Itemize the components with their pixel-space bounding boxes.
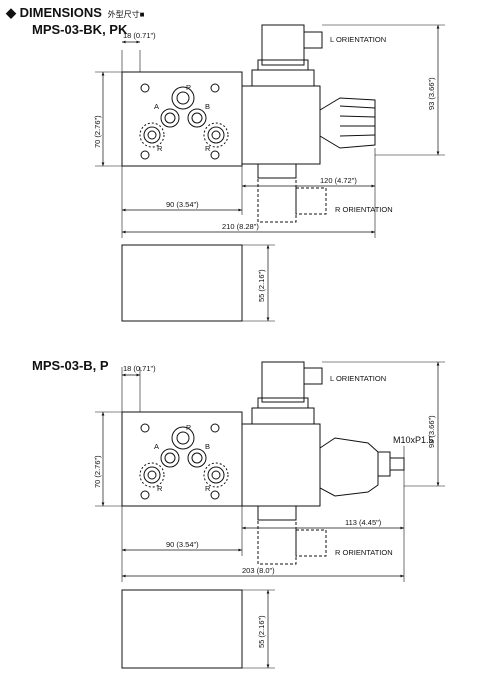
r-orientation-outline bbox=[257, 519, 297, 565]
drawing-bk-pk bbox=[95, 24, 445, 322]
dim-overall-height: 93 (3.66") bbox=[427, 77, 436, 110]
bolt-hole bbox=[210, 83, 220, 93]
pressure-switch-body bbox=[241, 423, 321, 507]
port-b bbox=[187, 108, 207, 128]
dim-knob-reach: 113 (4.45") bbox=[345, 518, 382, 527]
dim-overall-height: 93 (3.66") bbox=[427, 415, 436, 448]
model-title-b-p: MPS-03-B, P bbox=[32, 358, 109, 373]
valve-block bbox=[121, 411, 243, 507]
dim-block-width: 90 (3.54") bbox=[166, 200, 199, 209]
valve-block bbox=[121, 71, 243, 167]
bolt-hole bbox=[140, 490, 150, 500]
bolt-hole bbox=[210, 490, 220, 500]
port-label-p: P bbox=[186, 83, 191, 92]
bottom-view-block bbox=[121, 589, 243, 669]
dim-block-width: 90 (3.54") bbox=[166, 540, 199, 549]
adjust-cap bbox=[319, 437, 379, 497]
dim-height: 70 (2.76") bbox=[93, 115, 102, 148]
port-r-left bbox=[143, 126, 161, 144]
port-label-r1: R bbox=[157, 144, 163, 153]
section-header: ◆ DIMENSIONS 外型尺寸■ bbox=[6, 5, 144, 21]
port-label-b: B bbox=[205, 442, 210, 451]
diamond-bullet-icon: ◆ bbox=[6, 5, 16, 20]
port-r-right bbox=[207, 126, 225, 144]
solenoid-connector bbox=[261, 361, 305, 403]
port-a bbox=[160, 108, 180, 128]
thread-stem bbox=[389, 457, 405, 471]
port-label-a: A bbox=[154, 102, 159, 111]
bolt-hole bbox=[140, 150, 150, 160]
bottom-view-block bbox=[121, 244, 243, 322]
dim-knob-reach: 120 (4.72") bbox=[320, 176, 357, 185]
port-p-inner bbox=[176, 91, 190, 105]
port-r-right bbox=[207, 466, 225, 484]
r-orientation-outline bbox=[257, 177, 297, 223]
solenoid-connector bbox=[261, 24, 305, 66]
port-b bbox=[187, 448, 207, 468]
dim-bottom-height: 55 (2.16") bbox=[257, 269, 266, 302]
port-p bbox=[171, 426, 195, 450]
bolt-hole bbox=[140, 423, 150, 433]
model-title-bk-pk: MPS-03-BK, PK bbox=[32, 22, 128, 37]
thread-label: M10xP1.5 bbox=[393, 435, 434, 445]
port-label-r2: R bbox=[205, 144, 211, 153]
port-label-a: A bbox=[154, 442, 159, 451]
dim-height: 70 (2.76") bbox=[93, 455, 102, 488]
dim-bottom-height: 55 (2.16") bbox=[257, 615, 266, 648]
dim-overall-length: 210 (8.28") bbox=[222, 222, 259, 231]
r-orientation-label: R ORIENTATION bbox=[335, 548, 393, 557]
port-label-p: P bbox=[186, 423, 191, 432]
bolt-hole bbox=[210, 150, 220, 160]
dim-port-offset: 18 (0.71") bbox=[123, 31, 156, 40]
l-orientation-label: L ORIENTATION bbox=[330, 374, 386, 383]
bolt-hole bbox=[140, 83, 150, 93]
port-label-b: B bbox=[205, 102, 210, 111]
port-label-r1: R bbox=[157, 484, 163, 493]
adjust-knob bbox=[319, 97, 376, 149]
section-subtitle: 外型尺寸■ bbox=[107, 10, 145, 19]
bolt-hole bbox=[210, 423, 220, 433]
dim-overall-length: 203 (8.0") bbox=[242, 566, 275, 575]
r-orientation-label: R ORIENTATION bbox=[335, 205, 393, 214]
drawing-b-p bbox=[95, 361, 445, 669]
dim-port-offset: 18 (0.71") bbox=[123, 364, 156, 373]
port-r-left bbox=[143, 466, 161, 484]
port-p bbox=[171, 86, 195, 110]
section-title: DIMENSIONS bbox=[19, 5, 102, 20]
port-a bbox=[160, 448, 180, 468]
l-orientation-label: L ORIENTATION bbox=[330, 35, 386, 44]
port-label-r2: R bbox=[205, 484, 211, 493]
pressure-switch-body bbox=[241, 85, 321, 165]
